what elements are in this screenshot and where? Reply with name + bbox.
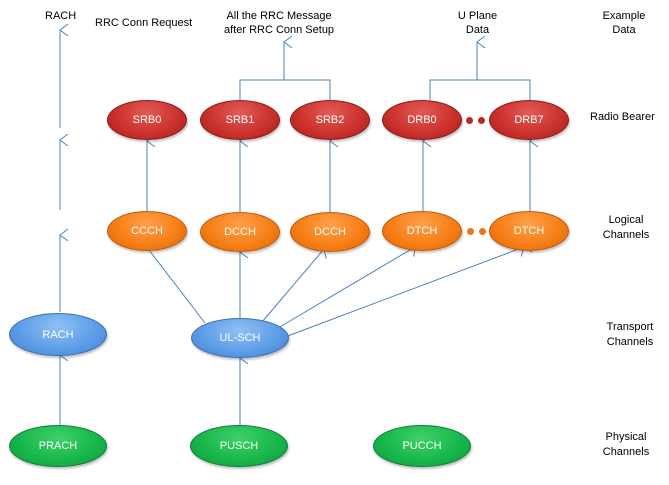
pusch-node[interactable]: PUSCH xyxy=(190,425,288,467)
ccch-node[interactable]: CCCH xyxy=(107,211,187,251)
rrc-message-line2: after RRC Conn Setup xyxy=(224,24,335,36)
ulsch-to-dtch2-arrow xyxy=(284,247,524,338)
ulsch-to-dtch1-arrow xyxy=(277,247,415,329)
dtch-node-1[interactable]: DTCH xyxy=(382,211,462,251)
logical-line2: Channels xyxy=(602,229,650,241)
uplane-line1: U Plane xyxy=(457,10,498,22)
srb2-node[interactable]: SRB2 xyxy=(290,100,370,140)
pucch-node[interactable]: PUCCH xyxy=(373,425,471,467)
dtch-node-2[interactable]: DTCH xyxy=(489,211,569,251)
logical-channels-label: Logical Channels xyxy=(600,213,652,243)
physical-line1: Physical xyxy=(605,431,647,443)
ulsch-node[interactable]: UL-SCH xyxy=(191,318,289,358)
logical-line1: Logical xyxy=(608,214,644,226)
transport-line1: Transport xyxy=(606,321,654,333)
ellipsis-dot-red-1 xyxy=(466,117,473,124)
rrc-conn-request-label: RRC Conn Request xyxy=(95,17,193,29)
rach-node[interactable]: RACH xyxy=(9,313,107,356)
ulsch-to-ccch-arrow xyxy=(149,250,206,324)
radio-bearer-label: Radio Bearer xyxy=(590,111,655,123)
ellipsis-dot-orange-1 xyxy=(467,228,474,235)
drb7-node[interactable]: DRB7 xyxy=(489,100,569,140)
dcch-node-1[interactable]: DCCH xyxy=(200,212,280,252)
ulsch-to-dcch2-arrow xyxy=(261,249,324,323)
srb0-node[interactable]: SRB0 xyxy=(107,100,187,140)
example-line2: Data xyxy=(612,24,636,36)
example-line1: Example xyxy=(602,10,646,22)
rrc-message-line1: All the RRC Message xyxy=(226,10,332,22)
example-data-label: Example Data xyxy=(598,9,650,37)
ellipsis-dot-red-2 xyxy=(478,117,485,124)
uplane-data-label: U Plane Data xyxy=(450,9,505,37)
drb-bracket xyxy=(429,79,531,100)
ellipsis-dot-orange-2 xyxy=(479,228,486,235)
srb1-node[interactable]: SRB1 xyxy=(200,100,280,140)
physical-line2: Channels xyxy=(602,446,650,458)
prach-node[interactable]: PRACH xyxy=(9,425,107,467)
drb0-node[interactable]: DRB0 xyxy=(382,100,462,140)
srb-bracket xyxy=(239,79,331,100)
transport-channels-label: Transport Channels xyxy=(600,320,660,350)
rrc-message-label: All the RRC Message after RRC Conn Setup xyxy=(224,9,334,37)
uplane-line2: Data xyxy=(465,24,490,36)
rach-top-label: RACH xyxy=(45,10,77,22)
physical-channels-label: Physical Channels xyxy=(598,430,654,460)
transport-line2: Channels xyxy=(606,336,654,348)
dcch-node-2[interactable]: DCCH xyxy=(290,212,370,252)
